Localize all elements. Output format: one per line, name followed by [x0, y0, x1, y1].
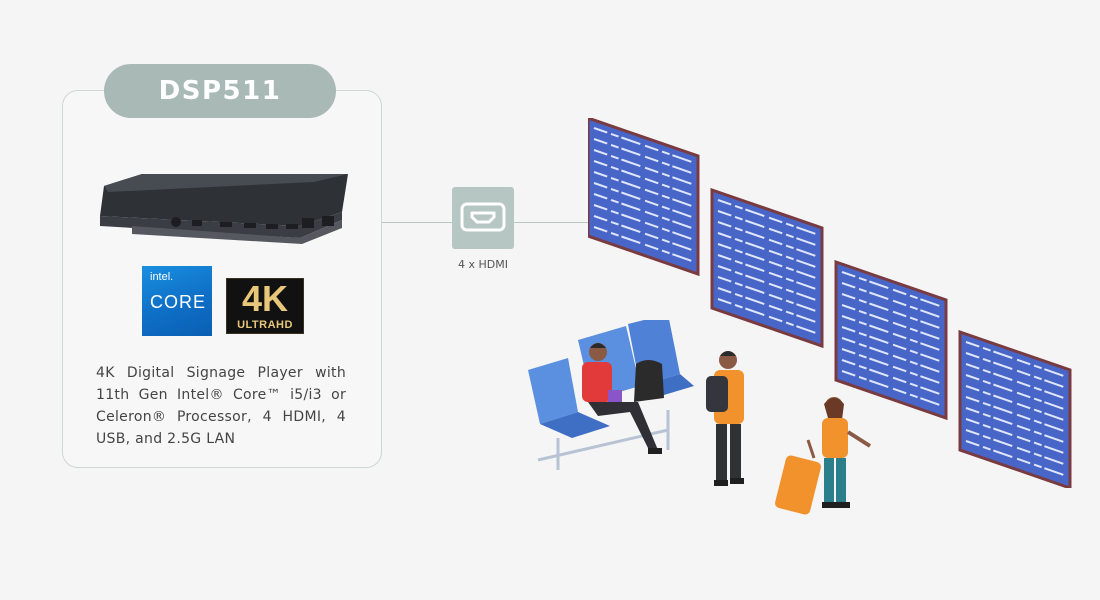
- seated-passenger: [582, 343, 662, 454]
- connector-line-right: [514, 222, 594, 223]
- departure-boards: [588, 118, 1072, 488]
- departure-board: [958, 329, 1072, 488]
- intel-core-logo: intel. CORE: [142, 266, 212, 336]
- product-description: 4K Digital Signage Player with 11th Gen …: [96, 365, 346, 447]
- product-card: [62, 90, 382, 468]
- departure-board: [588, 118, 700, 277]
- hdmi-count-label: 4 x HDMI: [458, 258, 508, 271]
- airport-passengers-illustration: [528, 320, 872, 515]
- woman-with-suitcase: [775, 397, 872, 515]
- departure-board: [834, 259, 948, 421]
- connector-line-left: [382, 222, 452, 223]
- intel-logo-text: intel.: [150, 271, 174, 283]
- product-name-pill: DSP511: [104, 64, 336, 118]
- signage-player-device: [100, 174, 348, 244]
- product-name: DSP511: [158, 76, 282, 106]
- standing-traveler: [706, 351, 744, 486]
- 4k-ultrahd-logo: 4K ULTRAHD: [226, 278, 304, 334]
- departure-board: [710, 187, 824, 349]
- core-logo-text: CORE: [150, 292, 207, 312]
- handbag: [634, 360, 664, 402]
- hdmi-port-box: [452, 187, 514, 249]
- ultrahd-logo-text: ULTRAHD: [237, 319, 293, 331]
- 4k-logo-text: 4K: [241, 278, 289, 319]
- hdmi-icon: [460, 202, 506, 232]
